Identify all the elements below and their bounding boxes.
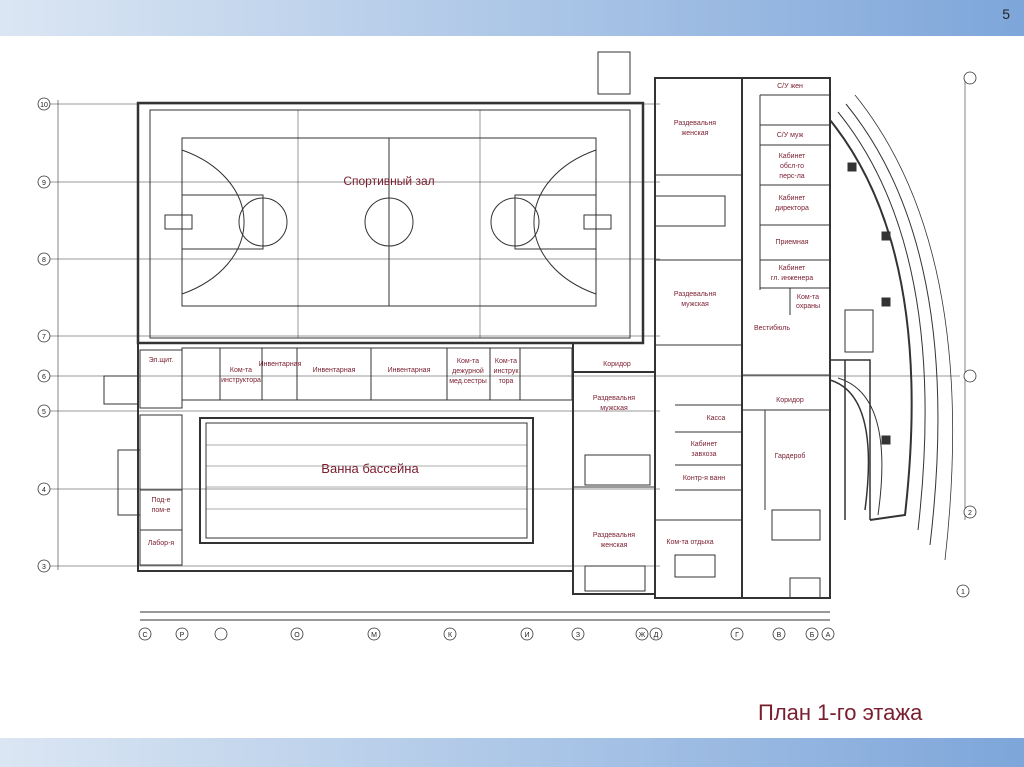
axis-col-12: Б bbox=[810, 632, 815, 639]
axis-col-7: З bbox=[576, 632, 580, 639]
slide-caption: План 1-го этажа bbox=[758, 700, 923, 725]
manager-1: Кабинет bbox=[691, 440, 718, 448]
axis-col-2: Р bbox=[180, 632, 185, 639]
axis-row-7: 7 bbox=[42, 334, 46, 341]
axis-row-4: 4 bbox=[42, 487, 46, 494]
corridor-right-label: Коридор bbox=[776, 397, 804, 404]
duty-2: дежурной bbox=[452, 367, 484, 375]
med-office-3: перс-ла bbox=[779, 173, 804, 180]
axis-row-9: 9 bbox=[42, 180, 46, 187]
axis-col-10: Г bbox=[735, 632, 739, 639]
axis-col-13: А bbox=[826, 632, 831, 639]
wc-m-label: С/У муж bbox=[777, 132, 804, 139]
top-banner bbox=[0, 0, 1024, 36]
axis-col-6: И bbox=[524, 632, 529, 639]
inventory3-label: Инвентарная bbox=[388, 367, 431, 374]
corridor-small-label: Коридор bbox=[603, 361, 631, 368]
slide-number: 5 bbox=[1002, 6, 1010, 22]
rest-room-label: Ком-та отдыха bbox=[666, 539, 713, 546]
instructor1-2: инструктора bbox=[221, 377, 261, 384]
locker-m-top-2: мужская bbox=[681, 301, 709, 308]
axis-row-2: 2 bbox=[968, 510, 972, 517]
instructor2-2: инструк bbox=[494, 368, 520, 375]
locker-m-bot-1: Раздевальня bbox=[593, 395, 635, 402]
manager-2: завхоза bbox=[691, 451, 716, 458]
vestibule-label: Вестибюль bbox=[754, 324, 790, 332]
instructor2-1: Ком-та bbox=[495, 358, 517, 365]
axis-row-1: 1 bbox=[961, 589, 965, 596]
locker-m-bot-2: мужская bbox=[600, 405, 628, 412]
med-office-2: обсл-го bbox=[780, 162, 804, 170]
locker-w-top-2: женская bbox=[682, 130, 709, 137]
reception-label: Приемная bbox=[775, 239, 808, 246]
cashier-label: Касса bbox=[707, 415, 726, 422]
security-2: охраны bbox=[796, 303, 820, 310]
cloakroom-label: Гардероб bbox=[775, 452, 806, 460]
director-2: директора bbox=[775, 205, 809, 212]
axis-col-5: К bbox=[448, 632, 453, 639]
duty-1: Ком-та bbox=[457, 358, 479, 365]
duty-3: мед.сестры bbox=[449, 378, 487, 385]
locker-w-bot-1: Раздевальня bbox=[593, 532, 635, 539]
axis-row-5: 5 bbox=[42, 409, 46, 416]
prep-2: пом-е bbox=[152, 507, 171, 514]
inventory1-label: Инвентарная bbox=[259, 361, 302, 368]
el-room-label: Эл.щит. bbox=[149, 357, 174, 364]
axis-row-6: 6 bbox=[42, 374, 46, 381]
prep-1: Под-е bbox=[151, 497, 170, 504]
axis-row-8: 8 bbox=[42, 257, 46, 264]
inventory2-label: Инвентарная bbox=[313, 367, 356, 374]
locker-w-top-1: Раздевальня bbox=[674, 120, 716, 127]
bath-control-label: Контр-я ванн bbox=[683, 475, 725, 482]
bottom-banner bbox=[0, 738, 1024, 767]
locker-m-top-1: Раздевальня bbox=[674, 291, 716, 298]
wc-w-label: С/У жен bbox=[777, 83, 803, 90]
engineer-2: гл. инженера bbox=[771, 275, 813, 282]
instructor1-1: Ком-та bbox=[230, 367, 252, 374]
instructor2-3: тора bbox=[499, 378, 514, 385]
axis-row-3: 3 bbox=[42, 564, 46, 571]
locker-w-bot-2: женская bbox=[601, 542, 628, 549]
axis-col-3: О bbox=[294, 632, 300, 639]
floor-plan: Спортивный зал Ванна бассейна Раздевальн… bbox=[37, 51, 977, 641]
axis-col-4: М bbox=[371, 632, 377, 639]
lab-label: Лабор-я bbox=[148, 539, 175, 547]
axis-col-8: Ж bbox=[639, 632, 646, 639]
axis-row-10: 10 bbox=[40, 102, 48, 109]
pool-label: Ванна бассейна bbox=[321, 461, 419, 476]
axis-col-11: В bbox=[777, 632, 782, 639]
axis-col-1: С bbox=[142, 632, 147, 639]
med-office-1: Кабинет bbox=[779, 152, 806, 160]
sport-hall-label: Спортивный зал bbox=[343, 174, 434, 188]
security-1: Ком-та bbox=[797, 294, 819, 301]
engineer-1: Кабинет bbox=[779, 264, 806, 272]
director-1: Кабинет bbox=[779, 194, 806, 202]
axis-col-9: Д bbox=[654, 632, 659, 639]
